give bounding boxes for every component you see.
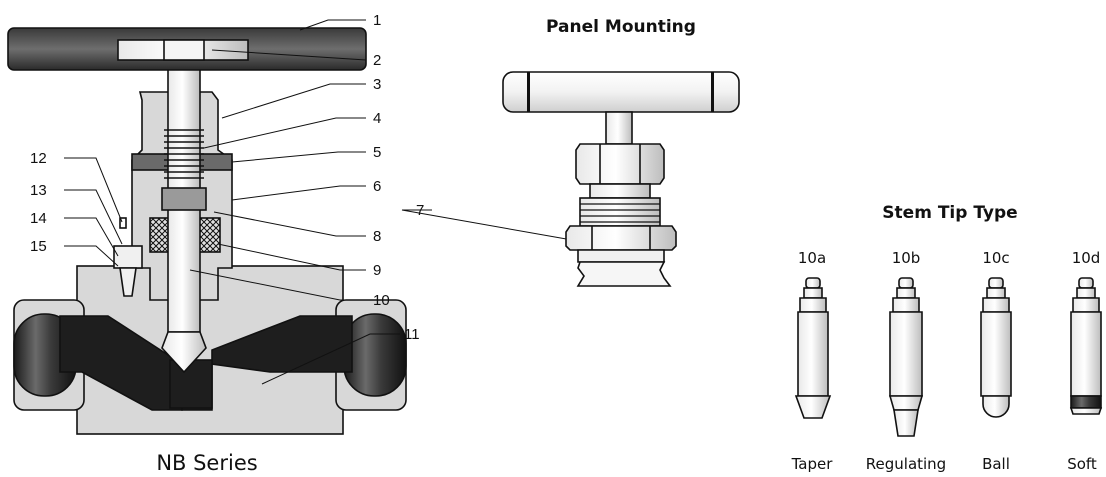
orifice bbox=[169, 359, 213, 409]
stem-collar bbox=[161, 187, 207, 211]
tip-name-soft: Soft bbox=[1067, 455, 1097, 473]
panel-nut bbox=[565, 225, 677, 251]
panel-stem bbox=[605, 111, 633, 145]
lock-pin bbox=[119, 217, 127, 229]
callout-1: 1 bbox=[373, 12, 381, 29]
right-port bbox=[343, 313, 407, 397]
tip-code-10d: 10d bbox=[1072, 249, 1101, 267]
callout-11: 11 bbox=[404, 326, 420, 343]
callout-9: 9 bbox=[373, 262, 381, 279]
main-valve-caption: NB Series bbox=[156, 451, 257, 475]
set-screw bbox=[163, 39, 205, 61]
tip-code-10b: 10b bbox=[892, 249, 921, 267]
tip-name-ball: Ball bbox=[982, 455, 1010, 473]
callout-13: 13 bbox=[30, 182, 47, 199]
callout-15: 15 bbox=[30, 238, 47, 255]
callout-3: 3 bbox=[373, 76, 381, 93]
taper-tip-illustration bbox=[794, 277, 832, 419]
callout-5: 5 bbox=[373, 144, 381, 161]
callout-8: 8 bbox=[373, 228, 381, 245]
panel-t-handle bbox=[502, 71, 740, 113]
soft-tip-illustration bbox=[1069, 277, 1103, 415]
panel-bonnet-nut bbox=[575, 143, 665, 185]
callout-numbers: 1 2 3 4 5 6 7 8 9 10 11 12 13 14 15 bbox=[30, 12, 424, 343]
callout-12: 12 bbox=[30, 150, 47, 167]
callout-leaders bbox=[64, 19, 573, 385]
inlet-passage bbox=[59, 315, 183, 411]
callout-7: 7 bbox=[416, 202, 424, 219]
handle-groove-right bbox=[711, 72, 714, 112]
stem-tip-heading: Stem Tip Type bbox=[882, 203, 1017, 223]
panel-mounting-heading: Panel Mounting bbox=[546, 17, 696, 37]
panel-thread bbox=[579, 197, 661, 227]
callout-4: 4 bbox=[373, 110, 381, 127]
outlet-passage bbox=[181, 315, 353, 411]
lock-screw bbox=[119, 267, 137, 297]
callout-14: 14 bbox=[30, 210, 47, 227]
tip-code-10c: 10c bbox=[982, 249, 1009, 267]
tip-code-10a: 10a bbox=[798, 249, 826, 267]
callout-6: 6 bbox=[373, 178, 381, 195]
panel-bonnet-neck bbox=[589, 183, 651, 199]
handle-groove-left bbox=[527, 72, 530, 112]
needle-tip bbox=[161, 331, 207, 374]
ball-tip-illustration bbox=[980, 277, 1012, 418]
tip-name-taper: Taper bbox=[791, 455, 834, 473]
packing-right bbox=[197, 217, 221, 253]
callout-2: 2 bbox=[373, 52, 381, 69]
panel-body-break bbox=[576, 261, 672, 287]
panel-mount-illustration bbox=[502, 71, 740, 287]
regulating-tip-illustration bbox=[888, 277, 924, 437]
needle-valve-cross-section bbox=[7, 27, 407, 435]
stem-threads bbox=[164, 129, 204, 179]
callout-10: 10 bbox=[373, 292, 390, 309]
tip-name-regulating: Regulating bbox=[866, 455, 946, 473]
lock-plug bbox=[113, 245, 143, 269]
panel-body-top bbox=[577, 249, 665, 263]
